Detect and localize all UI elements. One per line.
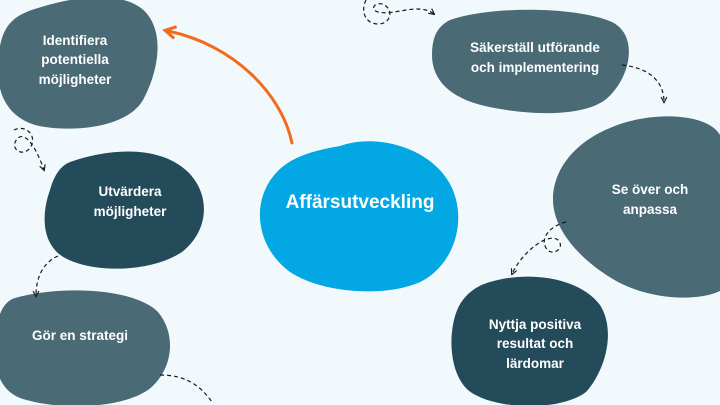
node-label-sakerstall: Säkerställ utförande och implementering bbox=[470, 40, 600, 75]
connector-top-loop bbox=[363, 0, 434, 25]
connector-identifiera-utvardera bbox=[13, 127, 44, 170]
blob-identifiera bbox=[0, 0, 158, 129]
blob-se-over bbox=[552, 116, 720, 298]
blob-center bbox=[259, 141, 459, 292]
blob-nyttja bbox=[451, 276, 608, 405]
node-label-strategi: Gör en strategi bbox=[31, 328, 129, 344]
connector-se-over-nyttja bbox=[512, 221, 567, 274]
node-label-identifiera: Identifiera potentiella möjligheter bbox=[38, 32, 112, 87]
node-label-nyttja: Nyttja positiva resultat och lärdomar bbox=[488, 316, 582, 371]
node-label-utvardera: Utvärdera möjligheter bbox=[93, 184, 167, 219]
blob-sakerstall bbox=[432, 9, 629, 114]
node-label-se-over: Se över och anpassa bbox=[611, 182, 689, 217]
accent-arrow bbox=[162, 25, 294, 145]
center-label: Affärsutveckling bbox=[285, 192, 435, 214]
blob-strategi bbox=[0, 290, 171, 405]
blob-utvardera bbox=[44, 151, 204, 269]
connector-sakerstall-se-over bbox=[621, 64, 664, 102]
connector-strategi-out bbox=[159, 374, 213, 403]
connector-utvardera-strategi bbox=[36, 255, 59, 296]
